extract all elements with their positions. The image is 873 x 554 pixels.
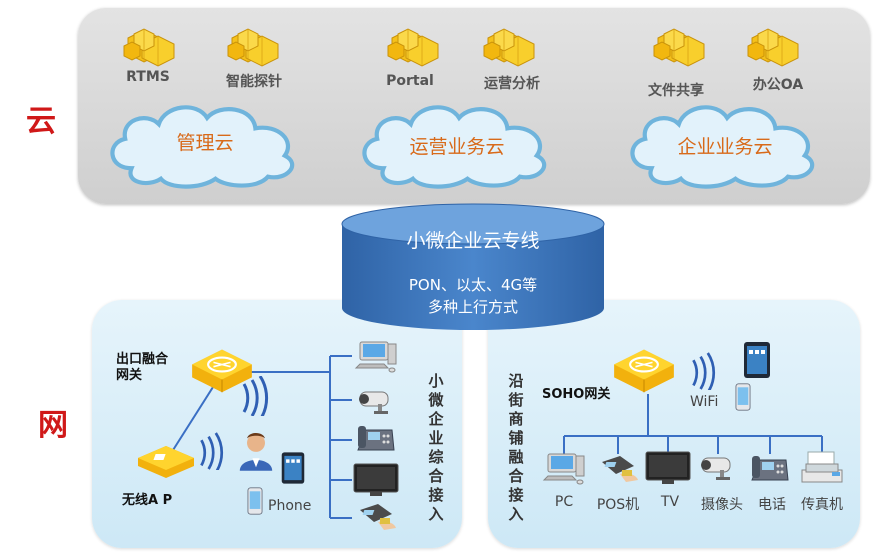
vertical-char: 街 [508,391,524,409]
wireless-ap-icon [138,446,194,478]
uplink-methods-line1: PON、以太、4G等 [408,276,538,294]
device-label: POS机 [596,497,640,513]
vertical-char: 入 [428,505,444,523]
dedicated-line-title: 小微企业云专线 [406,230,540,252]
uplink-methods-line2: 多种上行方式 [427,298,518,316]
wireless-signal-icon [199,432,224,470]
right-network-panel [488,300,860,548]
camera-icon [358,391,389,415]
vertical-char: 沿 [508,372,524,390]
tv-icon [353,463,399,497]
vertical-char: 企 [428,410,444,428]
network-side-label: 网 [38,408,68,443]
vertical-char: 合 [508,467,524,485]
egress-gateway-icon [191,348,253,394]
service-label: Portal [386,73,434,89]
sme-access-vertical-label: 小 微 企 业 综 合 接 入 [426,372,446,524]
tablet-icon [744,342,770,378]
device-label: 摄像头 [701,497,743,513]
vertical-char: 融 [508,448,524,466]
soho-gateway-label: SOHO网关 [542,387,611,402]
cloud-name: 运营业务云 [409,136,505,158]
vertical-char: 接 [508,486,524,504]
device-label: PC [554,494,574,510]
device-label: 传真机 [801,497,843,513]
service-label: 文件共享 [648,83,704,99]
dedicated-line-cylinder [341,203,605,330]
service-label: 办公OA [752,77,804,93]
service-label: 运营分析 [484,76,540,92]
camera-icon [700,457,731,481]
telephone-icon [751,455,789,481]
left-network-panel [92,300,462,548]
tablet-icon [281,452,305,484]
mobile-phone-icon [247,487,263,515]
vertical-char: 小 [428,372,444,390]
vertical-char: 入 [508,505,524,523]
vertical-char: 业 [428,429,444,447]
mobile-phone-icon [735,383,751,411]
pc-icon [355,341,397,373]
vertical-char: 接 [428,486,444,504]
wireless-signal-icon [691,352,716,390]
cloud-name: 企业业务云 [677,136,773,158]
egress-gateway-label-line: 网关 [116,368,143,383]
storefront-access-vertical-label: 沿 街 商 铺 融 合 接 入 [506,372,526,524]
cloud-name: 管理云 [176,132,234,154]
soho-gateway-icon [613,348,675,394]
vertical-char: 铺 [508,429,524,447]
cloud-side-label: 云 [26,104,56,139]
service-label: 智能探针 [226,74,282,90]
pos-icon [360,504,396,530]
device-label: TV [660,494,680,510]
wireless-signal-icon [242,376,269,416]
vertical-char: 合 [428,467,444,485]
wireless-ap-label: 无线A P [122,493,173,508]
vertical-char: 微 [428,391,444,409]
fax-icon [801,451,843,483]
vertical-char: 商 [508,410,524,428]
telephone-icon [357,425,395,451]
phone-label: Phone [268,498,312,514]
tv-icon [645,451,691,485]
vertical-char: 综 [428,448,444,466]
egress-gateway-label-line: 出口融合 [116,352,169,367]
pos-icon [602,456,638,482]
service-label: RTMS [126,69,170,85]
wifi-label: WiFi [690,394,719,410]
device-label: 电话 [758,497,786,513]
egress-gateway-label: 出口融合 网关 [116,352,168,384]
user-icon [239,433,273,471]
pc-icon [543,453,585,485]
